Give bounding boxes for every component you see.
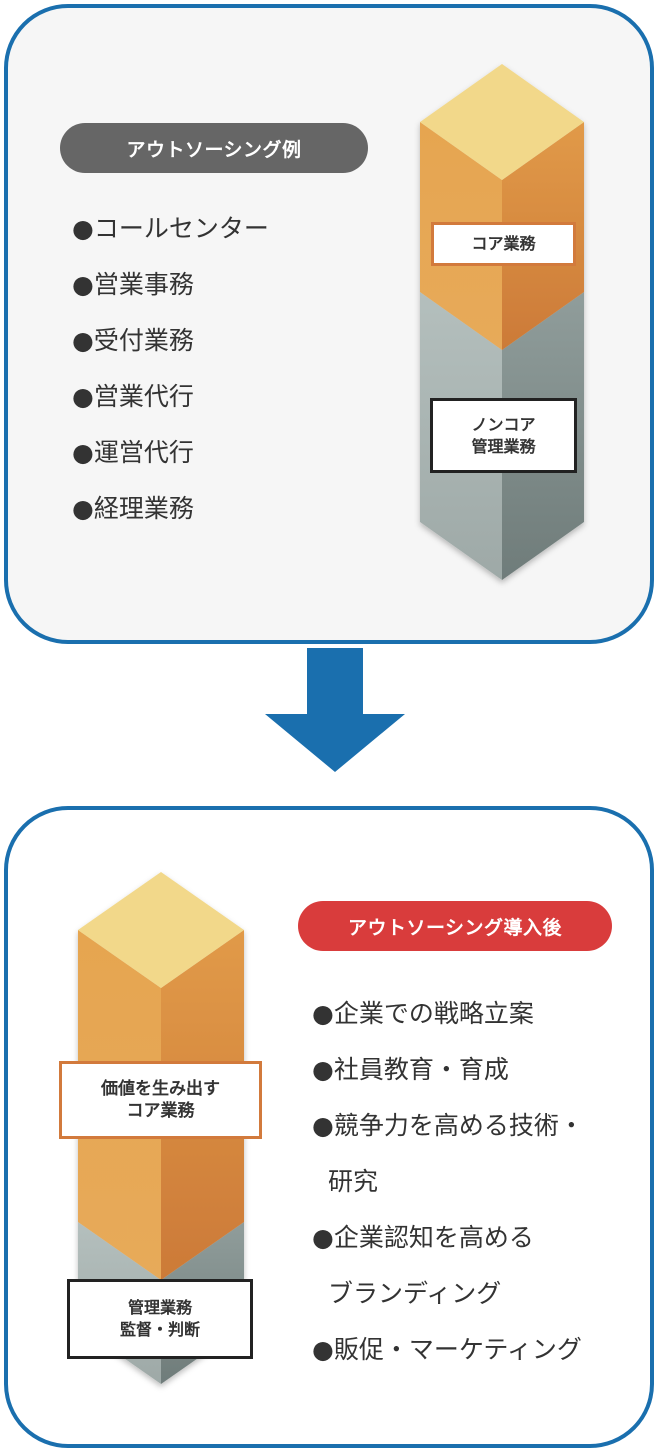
- noncore-work-label: ノンコア 管理業務: [430, 398, 577, 473]
- outsourcing-example-list: ●コールセンター ●営業事務 ●受付業務 ●営業代行 ●運営代行 ●経理業務: [72, 208, 269, 544]
- list-item: ●企業での戦略立案: [312, 999, 534, 1028]
- management-work-label: 管理業務 監督・判断: [67, 1279, 253, 1359]
- core-work-label: コア業務: [431, 222, 576, 266]
- list-item: ●受付業務: [72, 326, 194, 355]
- outsourcing-example-badge: アウトソーシング例: [60, 123, 368, 173]
- list-item: ●営業事務: [72, 270, 194, 299]
- down-arrow-icon: [265, 648, 405, 772]
- list-item: ●販促・マーケティング: [312, 1335, 582, 1364]
- before-pillar-graphic: [420, 64, 584, 580]
- list-item: ●競争力を高める技術・ 研究: [312, 1111, 584, 1196]
- list-item: ●営業代行: [72, 382, 194, 411]
- after-outsourcing-badge: アウトソーシング導入後: [298, 901, 612, 951]
- list-item: ●コールセンター: [72, 214, 269, 243]
- value-core-work-label: 価値を生み出す コア業務: [59, 1061, 262, 1139]
- list-item: ●社員教育・育成: [312, 1055, 509, 1084]
- after-outsourcing-list: ●企業での戦略立案 ●社員教育・育成 ●競争力を高める技術・ 研究 ●企業認知を…: [312, 986, 632, 1378]
- list-item: ●運営代行: [72, 438, 194, 467]
- list-item: ●経理業務: [72, 494, 194, 523]
- list-item: ●企業認知を高める ブランディング: [312, 1223, 534, 1308]
